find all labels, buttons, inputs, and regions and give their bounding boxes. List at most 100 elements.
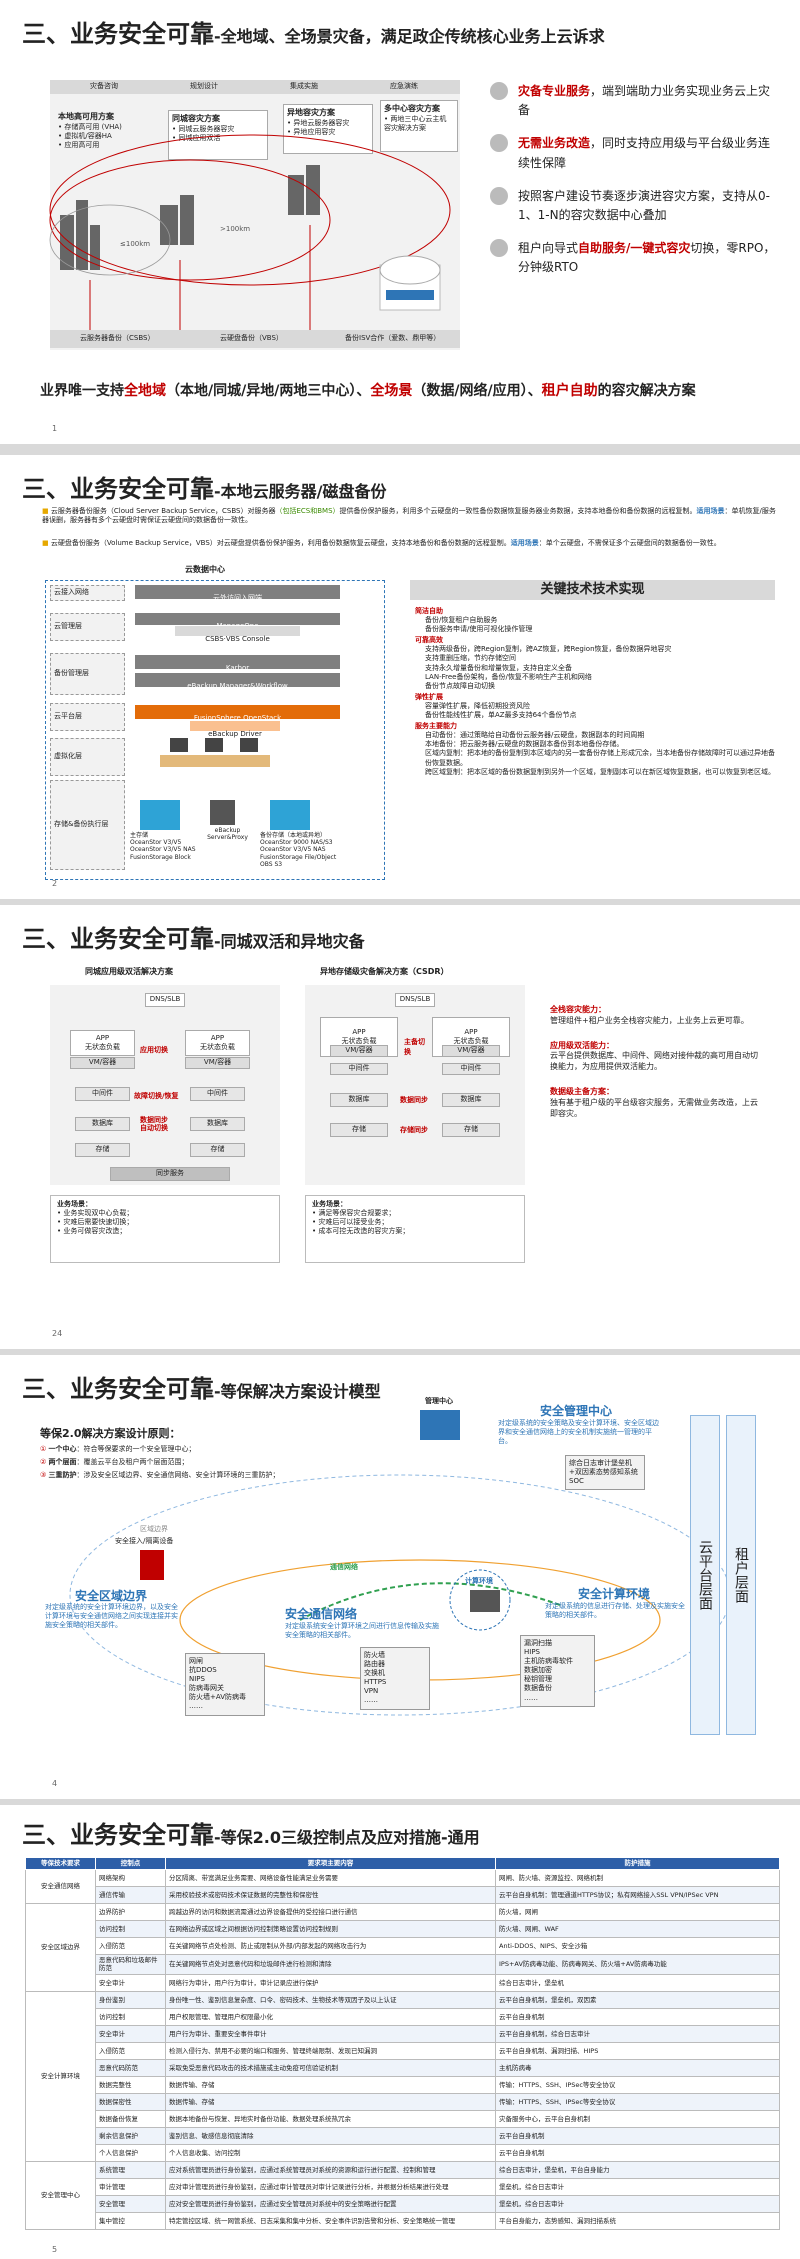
security-model-graphics [0, 1355, 800, 1799]
sec-mgmt-box: 综合日志审计堡垒机+双因素态势感知系统SOC [565, 1455, 645, 1490]
ebackup-server-label: eBackup Server&Proxy [205, 827, 250, 841]
feature-item: 灾备专业服务，端到端助力业务实现业务云上灾备 [490, 82, 780, 120]
sync-service-bar: 同步服务 [110, 1167, 230, 1181]
feature-list: 灾备专业服务，端到端助力业务实现业务云上灾备 无需业务改造，同时支持应用级与平台… [490, 82, 780, 278]
tech-heading: 可靠高效 [415, 636, 775, 645]
sec-comp-title: 安全计算环境 [578, 1585, 650, 1602]
table-row: 安全区域边界边界防护跨越边界的访问和数据流需通过边界设备提供的受控接口进行通信防… [26, 1904, 780, 1921]
slide-5: 三、业务安全可靠-等保2.0三级控制点及应对措施-通用 等保技术要求 控制点 要… [0, 1805, 800, 2259]
tech-item: 容量弹性扩展，降低初期投资风险 [415, 702, 775, 711]
page-number: 2 [52, 879, 57, 888]
table-row: 安全计算环境身份鉴别身份唯一性、鉴别信息复杂度、口令、密码技术、生物技术等双因子… [26, 1992, 780, 2009]
feature-item: 按照客户建设节奏逐步演进容灾方案，支持从0-1、1-N的容灾数据中心叠加 [490, 187, 780, 225]
storage-box: 存储 [330, 1123, 388, 1137]
tech-heading: 弹性扩展 [415, 693, 775, 702]
table-row: 入侵防范在关键网络节点处检测、防止或限制从外部/内部发起的网络攻击行为Anti-… [26, 1938, 780, 1955]
table-row: 访问控制用户权限管理、管理用户权限最小化云平台自身机制 [26, 2009, 780, 2026]
page-number: 1 [52, 424, 57, 433]
tech-item: 备份服务申请/使用可视化操作管理 [415, 625, 775, 634]
tech-item: 备份节点故障自动切换 [415, 682, 775, 691]
tech-item: 备份/恢复租户自助服务 [415, 616, 775, 625]
database-box: 数据库 [75, 1117, 130, 1131]
app-box: APP 无状态负载 [185, 1030, 250, 1056]
table-row: 数据完整性数据传输、存储传输：HTTPS、SSH、IPSec等安全协议 [26, 2077, 780, 2094]
storage-box: 存储 [75, 1143, 130, 1157]
clock-icon [490, 187, 508, 205]
database-box: 数据库 [442, 1093, 500, 1107]
tech-heading: 简洁自助 [415, 607, 775, 616]
region-border-label: 区域边界 [140, 1525, 168, 1534]
storage-box: 存储 [190, 1143, 245, 1157]
database-box: 数据库 [330, 1093, 388, 1107]
fault-switch-tag: 故障切换/恢复 [134, 1091, 179, 1101]
right-scenario: 业务场景： • 满足等保容灾合规要求； • 灾难后可以接受业务； • 成本可控无… [305, 1195, 525, 1263]
feature-item: 租户向导式自助服务/一键式容灾切换，零RPO，分钟级RTO [490, 239, 780, 277]
middleware-box: 中间件 [190, 1087, 245, 1101]
tech-item: LAN-Free备份架构，备份/恢复不影响生产主机和网络 [415, 673, 775, 682]
dns-node: DNS/SLB [395, 993, 435, 1007]
cloud-platform-column: 云平台层面 [690, 1415, 720, 1735]
tech-item: 自动备份：通过策略给自动备份云服务器/云硬盘，数据副本的时间周期 [415, 731, 775, 740]
slide-2: 三、业务安全可靠-本地云服务器/磁盘备份 ■ 云服务器备份服务（Cloud Se… [0, 455, 800, 899]
page-number: 4 [52, 1779, 57, 1788]
slide-1: 三、业务安全可靠-全地域、全场景灾备，满足政企传统核心业务上云诉求 灾备咨询 规… [0, 0, 800, 444]
table-row: 安全审计用户行为审计、重要安全事件审计云平台自身机制，综合日志审计 [26, 2026, 780, 2043]
table-row: 安全管理中心系统管理应对系统管理员进行身份鉴别，应通过系统管理员对系统的资源和运… [26, 2162, 780, 2179]
vm-box: VM/容器 [70, 1057, 135, 1069]
distance-remote: >100km [220, 225, 250, 234]
tech-item: 备份性能线性扩展，单AZ最多支持64个备份节点 [415, 711, 775, 720]
tech-item: 跨区域复制：把本区域的备份数据复制到另外一个区域，复制副本可以在新区域恢复数据，… [415, 768, 775, 777]
sec-mgmt-title: 安全管理中心 [540, 1402, 612, 1419]
label-vbs: 云硬盘备份（VBS） [220, 334, 283, 343]
storage-box: 存储 [442, 1123, 500, 1137]
vm-box: VM/容器 [330, 1045, 388, 1057]
database-box: 数据库 [190, 1117, 245, 1131]
left-scenario: 业务场景： • 业务实现双中心负载； • 灾难后需要快速切换； • 业务可做容灾… [50, 1195, 280, 1263]
tech-title: 关键技术技术实现 [410, 580, 775, 600]
sec-comp-desc: 对定级系统的信息进行存储、处理及实施安全策略的相关部件。 [545, 1602, 685, 1620]
vm-box: VM/容器 [442, 1045, 500, 1057]
table-row: 数据备份恢复数据本地备份与恢复、异地实时备份功能、数据处理系统热冗余灾备服务中心… [26, 2111, 780, 2128]
table-row: 安全审计网络行为审计，用户行为审计，审计记录应进行保护综合日志审计，堡垒机 [26, 1975, 780, 1992]
tech-item: 支持永久增量备份和增量恢复，支持自定义全备 [415, 664, 775, 673]
tech-item: 区域内复制：把本地的备份复制到本区域内的另一套备份存储上形成冗余，当本地备份存储… [415, 749, 775, 767]
cursor-icon [490, 239, 508, 257]
distance-local: ≤100km [120, 240, 150, 249]
banner: 业界唯一支持全地域（本地/同城/异地/两地三中心）、全场景（数据/网络/应用）、… [40, 380, 780, 400]
control-table: 等保技术要求 控制点 要求项主要内容 防护措施 安全通信网络网络架构分区隔离、带… [25, 1857, 780, 2230]
tenant-column: 租户层面 [726, 1415, 756, 1735]
dr-features: 全栈容灾能力： 管理组件+租户业务全栈容灾能力，上业务上云更可靠。 应用级双活能… [550, 1005, 760, 1119]
sec-comp-box: 漏洞扫描HIPS主机防病毒软件数据加密秘钥管理数据备份…… [520, 1635, 595, 1707]
page-number: 24 [52, 1329, 62, 1338]
primary-storage-label: 主存储 OceanStor V3/V5 OceanStor V3/V5 NAS … [130, 832, 200, 861]
mgmt-center-label: 管理中心 [425, 1397, 453, 1406]
data-sync-tag: 数据同步 自动切换 [140, 1117, 168, 1132]
storage-sync-tag: 存储同步 [400, 1125, 428, 1135]
table-row: 安全管理应对安全管理员进行身份鉴别，应通过安全管理员对系统中的安全策略进行配置堡… [26, 2196, 780, 2213]
slide-title: 三、业务安全可靠-同城双活和异地灾备 [22, 919, 365, 954]
table-row: 恶意代码防范采取免受恶意代码攻击的技术措施或主动免疫可信验证机制主机防病毒 [26, 2060, 780, 2077]
person-icon [490, 82, 508, 100]
sec-region-title: 安全区域边界 [75, 1587, 147, 1604]
table-row: 数据保密性数据传输、存储传输：HTTPS、SSH、IPSec等安全协议 [26, 2094, 780, 2111]
sec-comm-desc: 对定级系统安全计算环境之间进行信息传输及实施安全策略的相关部件。 [285, 1622, 445, 1640]
comm-env-label: 通信网络 [330, 1563, 358, 1572]
table-row: 审计管理应对审计管理员进行身份鉴别，应通过审计管理员对审计记录进行分析，并根据分… [26, 2179, 780, 2196]
tech-list: 简洁自助备份/恢复租户自助服务备份服务申请/使用可视化操作管理可靠高效支持两级备… [415, 605, 775, 777]
app-switch-tag: 应用切换 [140, 1045, 168, 1055]
table-row: 安全通信网络网络架构分区隔离、带宽满足业务需要、网络设备性能满足业务需要网闸、防… [26, 1870, 780, 1887]
vm-box: VM/容器 [185, 1057, 250, 1069]
dns-node: DNS/SLB [145, 993, 185, 1007]
label-isv: 备份ISV合作（爱数、鼎甲等） [345, 334, 440, 343]
table-row: 剩余信息保护鉴别信息、敏感信息彻底清除云平台自身机制 [26, 2128, 780, 2145]
gear-icon [490, 134, 508, 152]
table-row: 入侵防范检测入侵行为、禁用不必要的端口和服务、管理终端限制、发现已知漏洞云平台自… [26, 2043, 780, 2060]
tech-item: 支持重删压缩，节约存储空间 [415, 654, 775, 663]
data-sync-tag: 数据同步 [400, 1095, 428, 1105]
slide-title: 三、业务安全可靠-等保2.0三级控制点及应对措施-通用 [22, 1815, 480, 1850]
sec-region-desc: 对定级系统的安全计算环境边界，以及安全计算环境与安全通信网络之间实现连接并实施安… [45, 1603, 180, 1630]
table-row: 访问控制在网络边界或区域之间根据访问控制策略设置访问控制规则防火墙、网闸、WAF [26, 1921, 780, 1938]
sec-mgmt-desc: 对定级系统的安全策略及安全计算环境、安全区域边界和安全通信网络上的安全机制实施统… [498, 1419, 663, 1446]
